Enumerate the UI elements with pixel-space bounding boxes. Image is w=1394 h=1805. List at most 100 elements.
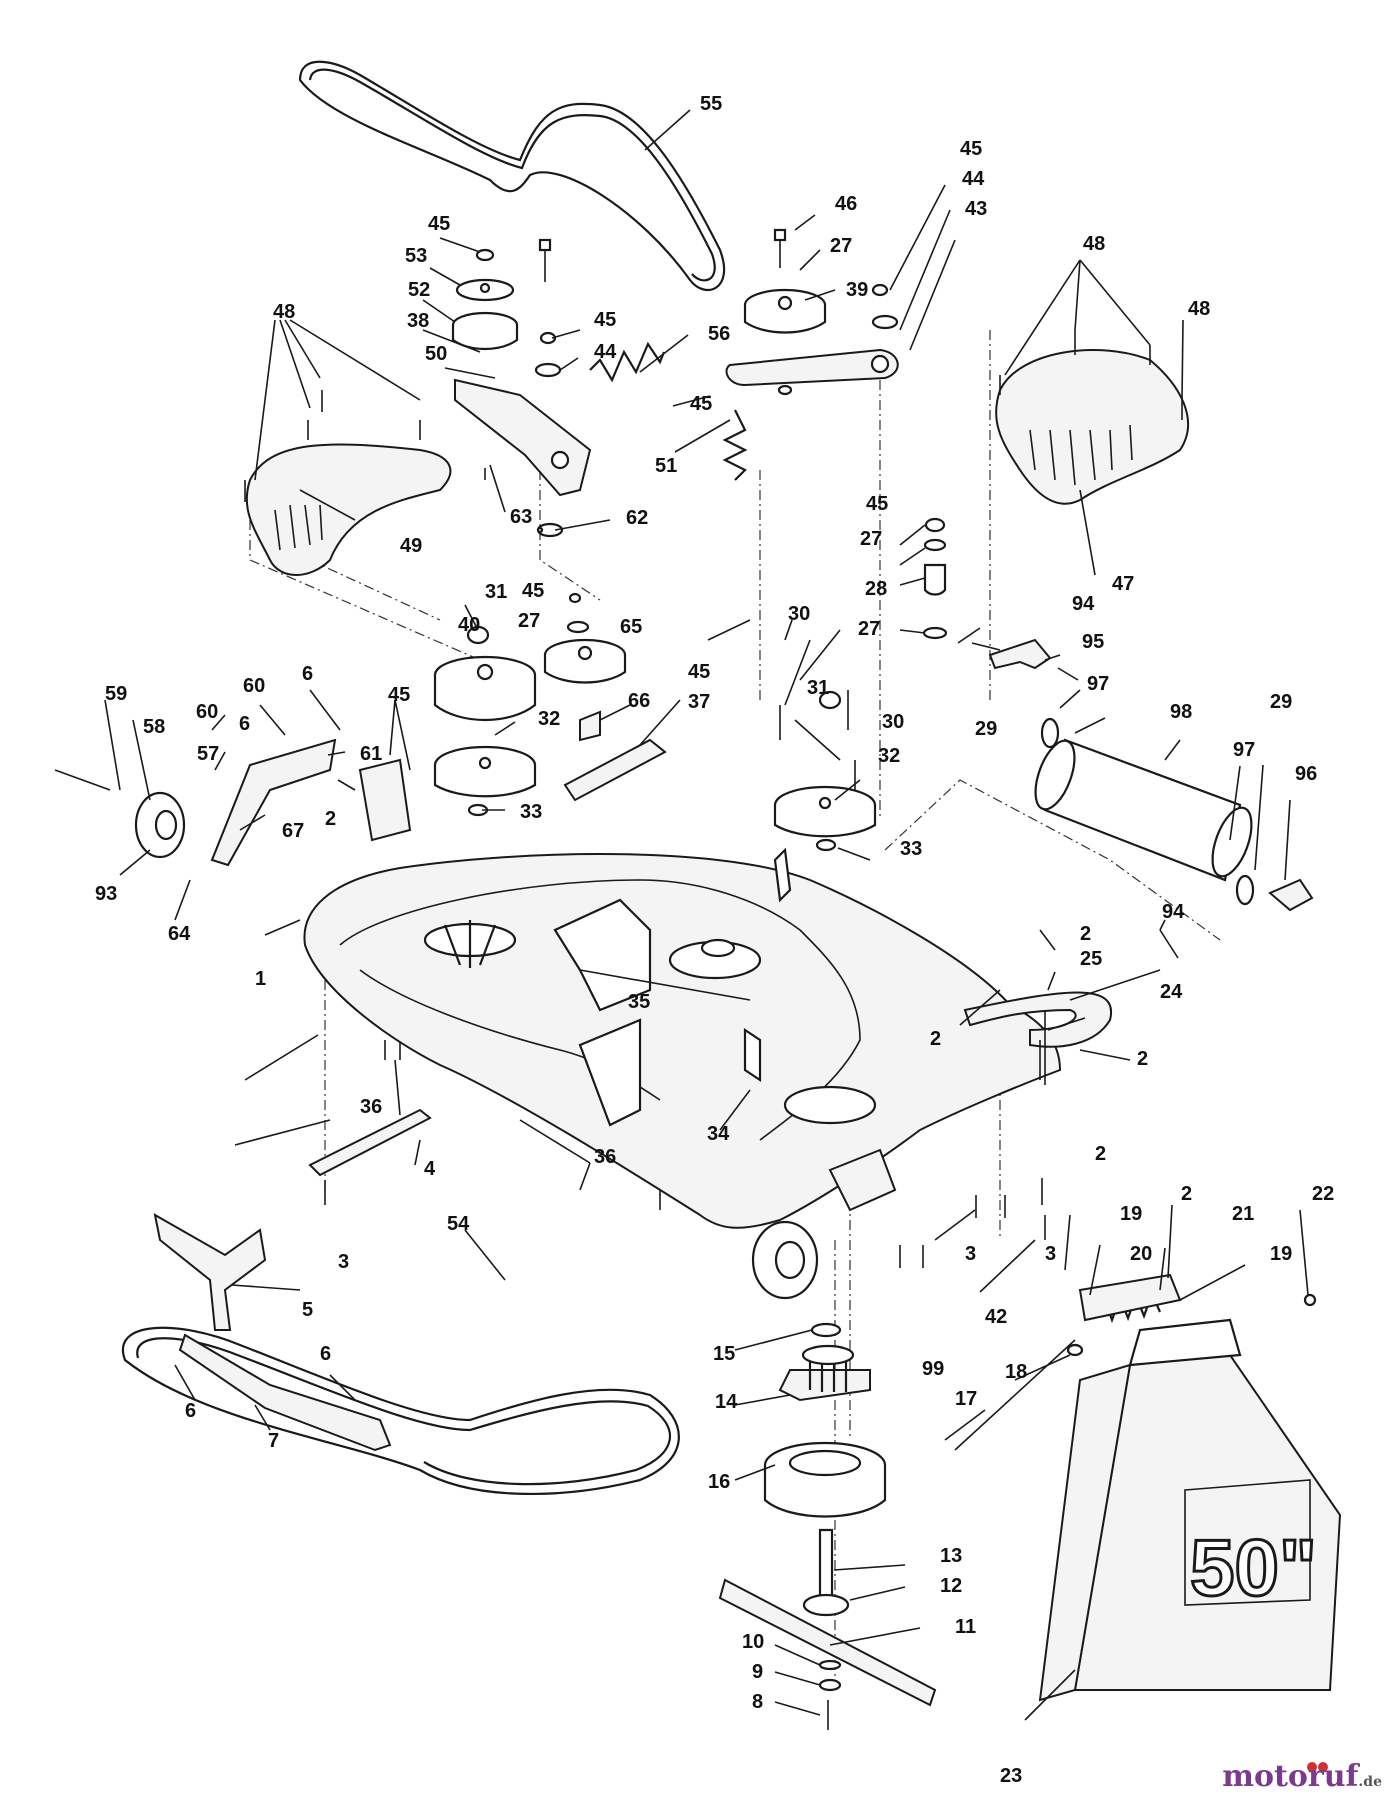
callout-95: 95 (1082, 631, 1104, 653)
callout-2: 2 (1095, 1143, 1106, 1165)
callout-45: 45 (428, 213, 450, 235)
callout-59: 59 (105, 683, 127, 705)
callout-31: 31 (807, 677, 829, 699)
spring-51 (722, 409, 748, 481)
brand-mark-icon (1307, 1762, 1328, 1772)
belt-55 (298, 60, 726, 291)
callout-39: 39 (846, 279, 868, 301)
callout-13: 13 (940, 1545, 962, 1567)
callout-10: 10 (742, 1631, 764, 1653)
callout-54: 54 (447, 1213, 470, 1235)
callout-45: 45 (866, 493, 888, 515)
callout-27: 27 (518, 610, 540, 632)
arm-7 (178, 1333, 392, 1452)
callout-93: 93 (95, 883, 117, 905)
belt-54 (121, 1326, 680, 1496)
callout-42: 42 (985, 1306, 1007, 1328)
callout-45: 45 (690, 393, 712, 415)
callout-7: 7 (268, 1430, 279, 1452)
callout-2: 2 (325, 808, 336, 830)
callout-19: 19 (1270, 1243, 1292, 1265)
callout-49: 49 (400, 535, 422, 557)
callout-52: 52 (408, 279, 430, 301)
callout-22: 22 (1312, 1183, 1334, 1205)
callout-30: 30 (882, 711, 904, 733)
callout-36: 36 (594, 1146, 616, 1168)
callout-6: 6 (185, 1400, 196, 1422)
callout-98: 98 (1170, 701, 1192, 723)
bracket-61 (358, 758, 412, 842)
callout-67: 67 (282, 820, 304, 842)
pulley-40 (433, 655, 537, 721)
housing-16 (763, 1441, 887, 1518)
belt-cover-47 (995, 349, 1190, 505)
pulley-39 (743, 288, 827, 334)
bracket-96 (1268, 878, 1314, 912)
callout-15: 15 (713, 1343, 735, 1365)
callout-27: 27 (858, 618, 880, 640)
belt-55-inner (308, 68, 716, 282)
callout-6: 6 (320, 1343, 331, 1365)
callout-21: 21 (1232, 1203, 1254, 1225)
rod-17 (954, 1339, 1076, 1451)
callout-64: 64 (168, 923, 191, 945)
callout-37: 37 (688, 691, 710, 713)
belt-cover-49-ribs (274, 504, 323, 551)
callout-34: 34 (707, 1123, 730, 1145)
callout-32: 32 (538, 708, 560, 730)
alignment-line (309, 559, 441, 621)
discharge-chute-23: 50" (1038, 1318, 1342, 1702)
callout-94: 94 (1072, 593, 1095, 615)
callout-2: 2 (930, 1028, 941, 1050)
callout-63: 63 (510, 506, 532, 528)
callout-43: 43 (965, 198, 987, 220)
spindle-14 (778, 1344, 871, 1402)
callout-48: 48 (1083, 233, 1105, 255)
callout-3: 3 (1045, 1243, 1056, 1265)
alignment-line (884, 779, 1221, 941)
callout-60: 60 (243, 675, 265, 697)
callout-9: 9 (752, 1661, 763, 1683)
bracket-5 (153, 1213, 267, 1331)
callout-97: 97 (1087, 673, 1109, 695)
hardware-nuts-washers (466, 248, 948, 852)
callout-48: 48 (273, 301, 295, 323)
callout-27: 27 (830, 235, 852, 257)
callout-35: 35 (628, 991, 650, 1013)
callout-51: 51 (655, 455, 677, 477)
callout-8: 8 (752, 1691, 763, 1713)
bracket-hole (550, 450, 570, 470)
callout-44: 44 (594, 341, 617, 363)
bracket-4 (308, 1108, 432, 1177)
washer-18 (1066, 1343, 1084, 1357)
callout-12: 12 (940, 1575, 962, 1597)
callout-18: 18 (1005, 1361, 1027, 1383)
callout-23: 23 (1000, 1765, 1022, 1787)
callout-6: 6 (302, 663, 313, 685)
watermark-brand-tld: .de (1358, 1774, 1382, 1790)
callout-33: 33 (900, 838, 922, 860)
pulley-32-right (773, 785, 877, 838)
callout-31: 31 (485, 581, 507, 603)
callout-50: 50 (425, 343, 447, 365)
callout-97: 97 (1233, 739, 1255, 761)
callout-55: 55 (700, 93, 722, 115)
roller-98 (1034, 717, 1255, 906)
callout-3: 3 (338, 1251, 349, 1273)
callout-45: 45 (594, 309, 616, 331)
pulley-32-left (433, 745, 537, 798)
callout-3: 3 (965, 1243, 976, 1265)
pulley-53 (455, 278, 515, 302)
shaft-13 (818, 1528, 834, 1602)
callout-57: 57 (197, 743, 219, 765)
callout-33: 33 (520, 801, 542, 823)
callout-46: 46 (835, 193, 857, 215)
callout-24: 24 (1160, 981, 1183, 1003)
callout-32: 32 (878, 745, 900, 767)
callout-61: 61 (360, 743, 382, 765)
bracket-24 (963, 991, 1113, 1048)
pulley-65 (543, 638, 627, 684)
chute-decal: 50" (1190, 1523, 1317, 1612)
callout-56: 56 (708, 323, 730, 345)
